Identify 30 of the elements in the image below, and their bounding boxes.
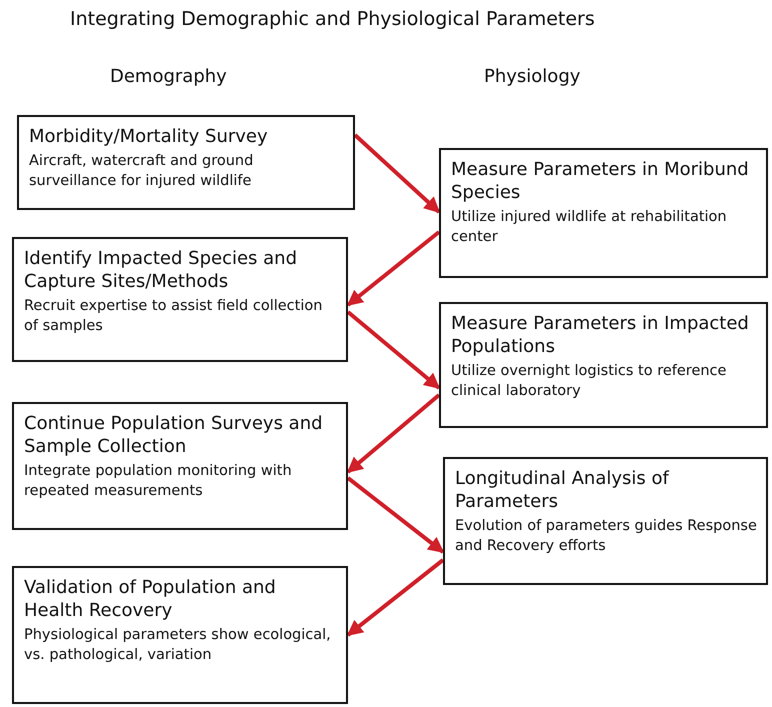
box-heading: Validation of Population and Health Recovery <box>24 576 277 622</box>
box-heading: Measure Parameters in Impacted Populations <box>451 312 750 358</box>
box-heading: Longitudinal Analysis of Parameters <box>455 467 670 513</box>
box-description: Recruit expertise to assist field collection of samples <box>24 297 324 336</box>
box-description: Utilize overnight logistics to reference clinical laboratory <box>451 362 728 401</box>
process-box <box>439 302 768 428</box>
box-heading: Identify Impacted Species and Capture Sites/Methods <box>24 247 298 293</box>
column-heading: Physiology <box>484 66 580 87</box>
box-description: Integrate population monitoring with repeated measurements <box>24 462 293 501</box>
column-heading: Demography <box>110 66 227 87</box>
process-box <box>12 237 348 362</box>
arrow <box>346 558 444 637</box>
arrow <box>346 310 440 390</box>
process-box <box>12 566 348 704</box>
box-description: Aircraft, watercraft and ground surveillance for injured wildlife <box>29 152 254 191</box>
arrow <box>346 476 444 554</box>
box-description: Evolution of parameters guides Response and Recovery efforts <box>455 517 758 556</box>
arrow <box>346 230 440 307</box>
diagram-title: Integrating Demographic and Physiological Parameters <box>70 8 595 30</box>
process-box <box>439 148 768 278</box>
arrow <box>346 393 440 474</box>
box-heading: Continue Population Surveys and Sample Collection <box>24 412 324 458</box>
box-description: Utilize injured wildlife at rehabilitation center <box>451 208 728 247</box>
box-heading: Morbidity/Mortality Survey <box>29 125 269 148</box>
process-box <box>17 115 355 210</box>
box-description: Physiological parameters show ecological, vs. pathological, variation <box>24 626 332 665</box>
box-heading: Measure Parameters in Moribund Species <box>451 158 750 204</box>
arrow <box>354 134 440 214</box>
process-box <box>12 402 348 530</box>
process-box <box>443 457 768 585</box>
